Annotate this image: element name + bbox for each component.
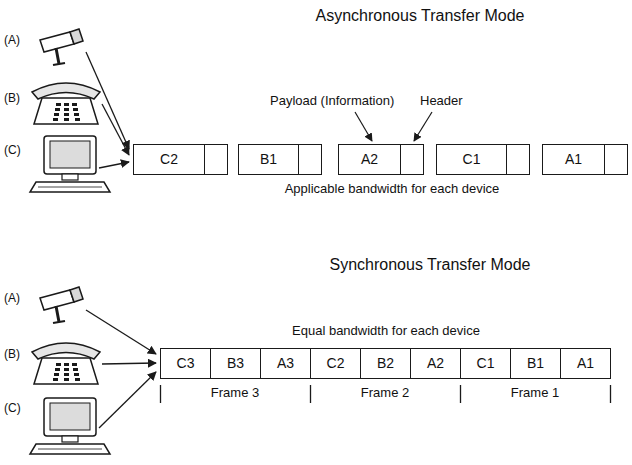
device-arrow <box>86 52 129 149</box>
device-label: (A) <box>4 34 20 48</box>
cell-label: B2 <box>377 356 394 371</box>
leader-line <box>414 112 432 141</box>
payload-field: C2 <box>134 145 204 174</box>
caption-label: Applicable bandwidth for each device <box>285 182 500 197</box>
stm-slot: A3 <box>260 348 311 379</box>
device-label: (B) <box>4 348 20 362</box>
cell-label: A2 <box>427 356 444 371</box>
leader-lines <box>355 112 432 141</box>
header-field <box>204 145 227 174</box>
payload-field: C3 <box>161 349 210 378</box>
computer-icon <box>30 136 110 192</box>
caption-label: Frame 1 <box>511 386 559 401</box>
device-label: Payload (Information) <box>270 94 394 109</box>
atm-cell: A1 <box>542 144 628 175</box>
stm-slot: C1 <box>460 348 511 379</box>
cell-label: B1 <box>260 152 277 167</box>
payload-field: A1 <box>561 349 610 378</box>
atm-cell: C2 <box>133 144 228 175</box>
section-heading: Asynchronous Transfer Mode <box>316 7 525 25</box>
video-camera-icon <box>40 287 83 323</box>
cell-label: C1 <box>477 356 495 371</box>
frame-tick <box>610 385 611 403</box>
payload-field: B1 <box>239 145 298 174</box>
payload-field: B1 <box>511 349 560 378</box>
stm-slot: B2 <box>360 348 411 379</box>
leader-line <box>355 112 372 141</box>
device-label: (C) <box>4 402 21 416</box>
frame-tick <box>160 385 161 403</box>
caption-label: Frame 2 <box>361 386 409 401</box>
atm-cell: A2 <box>338 144 424 175</box>
device-label: (A) <box>4 292 20 306</box>
payload-field: C2 <box>311 349 360 378</box>
header-field <box>604 145 627 174</box>
device-arrow <box>102 363 156 364</box>
payload-field: A2 <box>411 349 460 378</box>
device-arrow <box>99 162 129 168</box>
cell-label: A3 <box>277 356 294 371</box>
telephone-icon <box>32 83 100 124</box>
device-arrow <box>99 372 156 428</box>
stm-slot: B3 <box>210 348 261 379</box>
device-label: (C) <box>4 144 21 158</box>
atm-cell: B1 <box>238 144 322 175</box>
frame-tick <box>310 385 311 403</box>
payload-field: A3 <box>261 349 310 378</box>
payload-field: C1 <box>461 349 510 378</box>
video-camera-icon <box>40 29 83 65</box>
device-label: (B) <box>4 92 20 106</box>
cell-label: C1 <box>463 152 481 167</box>
cell-label: B3 <box>227 356 244 371</box>
cell-label: A1 <box>565 152 582 167</box>
cell-label: A2 <box>361 152 378 167</box>
frame-tick <box>460 385 461 403</box>
payload-field: B2 <box>361 349 410 378</box>
stm-slot: A1 <box>560 348 611 379</box>
cell-label: C2 <box>160 152 178 167</box>
stm-slot: C2 <box>310 348 361 379</box>
cell-label: A1 <box>577 356 594 371</box>
caption-label: Equal bandwidth for each device <box>292 324 480 339</box>
cell-label: C3 <box>177 356 195 371</box>
computer-icon <box>30 398 110 454</box>
device-arrow <box>86 310 156 354</box>
input-arrows <box>86 52 129 168</box>
section-heading: Synchronous Transfer Mode <box>330 256 531 274</box>
header-field <box>298 145 321 174</box>
device-arrow <box>102 104 129 155</box>
stm-slot: A2 <box>410 348 461 379</box>
payload-field: C1 <box>437 145 506 174</box>
stm-slot: C3 <box>160 348 211 379</box>
input-arrows <box>86 310 156 428</box>
cell-label: B1 <box>527 356 544 371</box>
stm-slot: B1 <box>510 348 561 379</box>
cell-label: C2 <box>327 356 345 371</box>
frame-ticks <box>161 385 611 403</box>
device-label: Header <box>420 94 463 109</box>
payload-field: A1 <box>543 145 604 174</box>
telephone-icon <box>32 343 100 384</box>
caption-label: Frame 3 <box>211 386 259 401</box>
atm-cell: C1 <box>436 144 530 175</box>
header-field <box>506 145 529 174</box>
header-field <box>400 145 423 174</box>
payload-field: A2 <box>339 145 400 174</box>
payload-field: B3 <box>211 349 260 378</box>
